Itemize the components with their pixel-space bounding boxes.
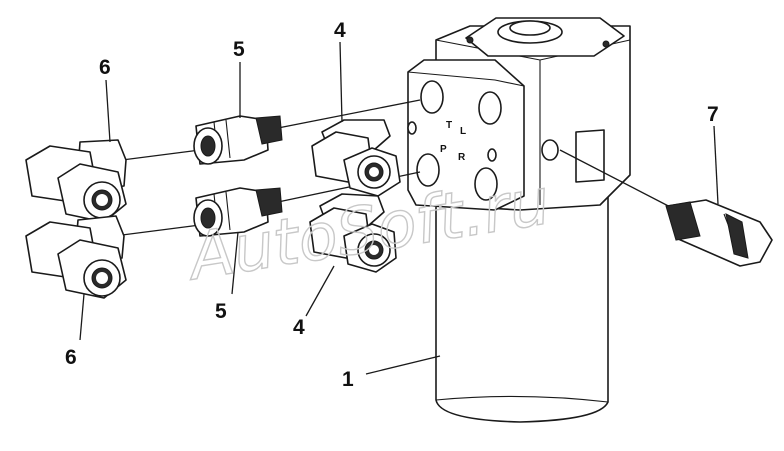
port-label-t: T (446, 120, 452, 131)
adapter-upper (193, 115, 283, 165)
callout-6-upper: 6 (99, 56, 111, 79)
elbow-upper (311, 119, 401, 197)
adapter-lower (193, 187, 283, 237)
port-label-p: P (440, 144, 447, 155)
port-label-l: L (460, 126, 466, 137)
port-label-r: R (458, 152, 466, 163)
plug-sensor (665, 199, 773, 267)
port-plate: T L P R (407, 59, 525, 211)
elbow-fitting-upper (25, 139, 127, 223)
callout-5-lower: 5 (215, 300, 227, 323)
callout-1: 1 (342, 368, 354, 391)
callout-7: 7 (707, 103, 719, 126)
callout-4-lower: 4 (293, 316, 305, 339)
elbow-fitting-lower (25, 215, 127, 299)
callout-5-upper: 5 (233, 38, 245, 61)
callout-6-lower: 6 (65, 346, 77, 369)
callout-4-upper: 4 (334, 19, 346, 42)
callout-leaders (79, 41, 719, 375)
elbow-lower (309, 193, 397, 273)
